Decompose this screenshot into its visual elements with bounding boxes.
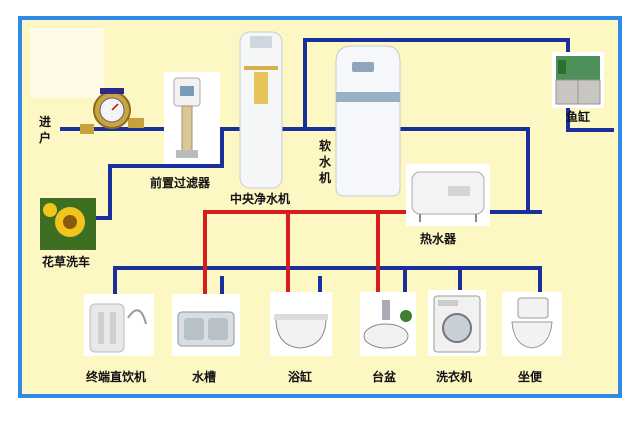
pipe-right-riser bbox=[566, 106, 614, 132]
softener-label-char-3: 机 bbox=[318, 171, 331, 185]
sink-icon bbox=[172, 294, 240, 356]
softener-label: 软 水 机 bbox=[318, 138, 332, 186]
sink-label: 水槽 bbox=[192, 370, 217, 384]
aquarium-label: 鱼缸 bbox=[566, 110, 591, 124]
water-heater-label: 热水器 bbox=[420, 232, 457, 246]
washing-machine-icon bbox=[428, 290, 486, 356]
bathtub-icon bbox=[270, 292, 332, 356]
inlet-label-char-2: 户 bbox=[38, 131, 51, 145]
flower-icon bbox=[40, 198, 96, 250]
central-purifier-icon bbox=[239, 31, 283, 189]
toilet-label: 坐便 bbox=[518, 370, 543, 384]
pipe-garden-branch bbox=[96, 127, 224, 220]
drinking-machine-icon bbox=[84, 294, 154, 356]
toilet-icon bbox=[502, 292, 562, 356]
aquarium-icon bbox=[552, 52, 604, 108]
basin-icon bbox=[360, 292, 416, 356]
inlet-label: 进 户 bbox=[38, 114, 52, 146]
prefilter-label: 前置过滤器 bbox=[150, 176, 211, 190]
softener-label-char-1: 软 bbox=[318, 139, 331, 153]
prefilter-icon bbox=[164, 72, 220, 164]
drinking-machine-label: 终端直饮机 bbox=[86, 370, 147, 384]
pipe-hot-main bbox=[203, 210, 417, 305]
bathtub-label: 浴缸 bbox=[288, 370, 313, 384]
central-purifier-label: 中央净水机 bbox=[230, 192, 291, 206]
water-meter-icon bbox=[80, 88, 144, 134]
corner-highlight bbox=[30, 28, 104, 98]
inlet-label-char-1: 进 bbox=[38, 115, 51, 129]
water-heater-icon bbox=[406, 164, 490, 226]
garden-label: 花草洗车 bbox=[42, 255, 91, 269]
softener-icon bbox=[335, 45, 401, 197]
pipe-top-main bbox=[303, 38, 570, 131]
washer-label: 洗衣机 bbox=[436, 370, 473, 384]
hot-water-pipes bbox=[203, 210, 417, 305]
basin-label: 台盆 bbox=[372, 370, 397, 384]
pipe-softener-right bbox=[396, 127, 530, 214]
softener-label-char-2: 水 bbox=[318, 155, 331, 169]
